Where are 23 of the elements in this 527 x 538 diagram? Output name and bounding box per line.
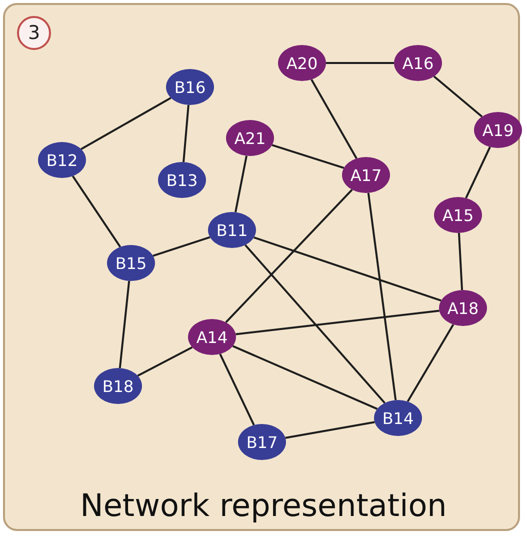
- connector-line: [234, 156, 248, 212]
- connector-line: [219, 354, 255, 426]
- connector-line: [367, 192, 397, 400]
- connector-line: [225, 188, 353, 324]
- connector-line: [458, 232, 464, 290]
- connector-line: [236, 310, 440, 336]
- connector-line: [80, 97, 172, 150]
- connector-line: [310, 79, 358, 159]
- connector-line: [272, 144, 344, 169]
- connector-line: [137, 346, 193, 377]
- connector-line: [232, 345, 378, 410]
- title: Network representation: [79, 488, 448, 524]
- connector-line: [152, 236, 210, 257]
- connector-line: [433, 76, 483, 118]
- connector-line: [254, 236, 442, 302]
- connector-line: [406, 324, 454, 402]
- connector-line: [182, 104, 190, 162]
- connector-line: [326, 62, 394, 64]
- connector-line: [285, 421, 375, 439]
- connector-line: [118, 280, 130, 368]
- connector-line: [465, 146, 491, 198]
- connector-line: [72, 176, 122, 248]
- connector-line: [244, 244, 386, 404]
